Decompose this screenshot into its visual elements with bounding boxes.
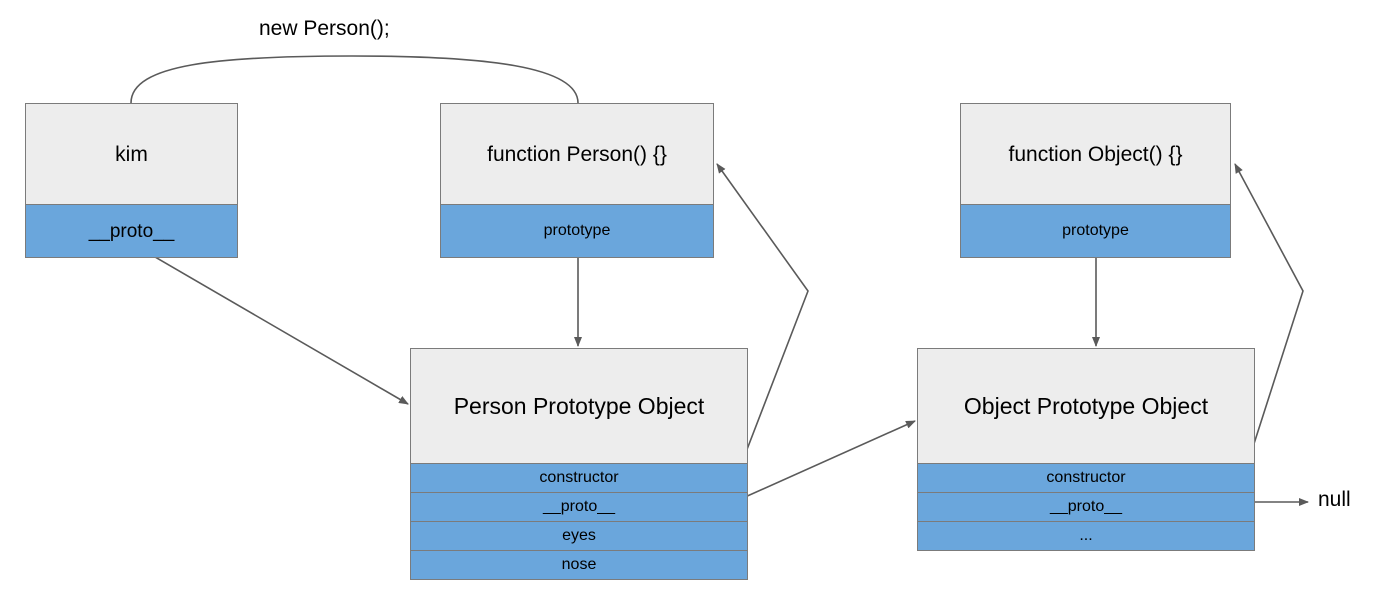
edge-kim-proto-to-person-proto: [130, 242, 409, 405]
node-person-prototype-row-proto[interactable]: __proto__: [411, 492, 747, 521]
node-person-prototype-object[interactable]: Person Prototype Object constructor __pr…: [410, 348, 748, 580]
node-object-prototype-object[interactable]: Object Prototype Object constructor __pr…: [917, 348, 1255, 551]
node-person-function[interactable]: function Person() {} prototype: [440, 103, 714, 258]
node-person-prototype-row-constructor[interactable]: constructor: [411, 463, 747, 492]
node-object-function[interactable]: function Object() {} prototype: [960, 103, 1231, 258]
node-object-prototype-row-constructor[interactable]: constructor: [918, 463, 1254, 492]
edge-person-proto-proto-to-object-proto: [724, 420, 916, 507]
node-object-prototype-row-proto[interactable]: __proto__: [918, 492, 1254, 521]
node-object-prototype-row-ellipsis[interactable]: ...: [918, 521, 1254, 550]
node-person-prototype-row-nose[interactable]: nose: [411, 550, 747, 579]
node-kim-header: kim: [26, 104, 237, 204]
node-person-function-row-prototype[interactable]: prototype: [441, 204, 713, 257]
node-kim-row-proto[interactable]: __proto__: [26, 204, 237, 257]
node-object-prototype-object-header: Object Prototype Object: [918, 349, 1254, 463]
edge-label-new-person: new Person();: [259, 17, 390, 40]
edge-kim-new-person: [130, 55, 579, 104]
node-object-function-header: function Object() {}: [961, 104, 1230, 204]
node-person-prototype-row-eyes[interactable]: eyes: [411, 521, 747, 550]
node-person-prototype-object-header: Person Prototype Object: [411, 349, 747, 463]
node-object-function-row-prototype[interactable]: prototype: [961, 204, 1230, 257]
node-kim[interactable]: kim __proto__: [25, 103, 238, 258]
null-label: null: [1318, 488, 1351, 511]
node-person-function-header: function Person() {}: [441, 104, 713, 204]
